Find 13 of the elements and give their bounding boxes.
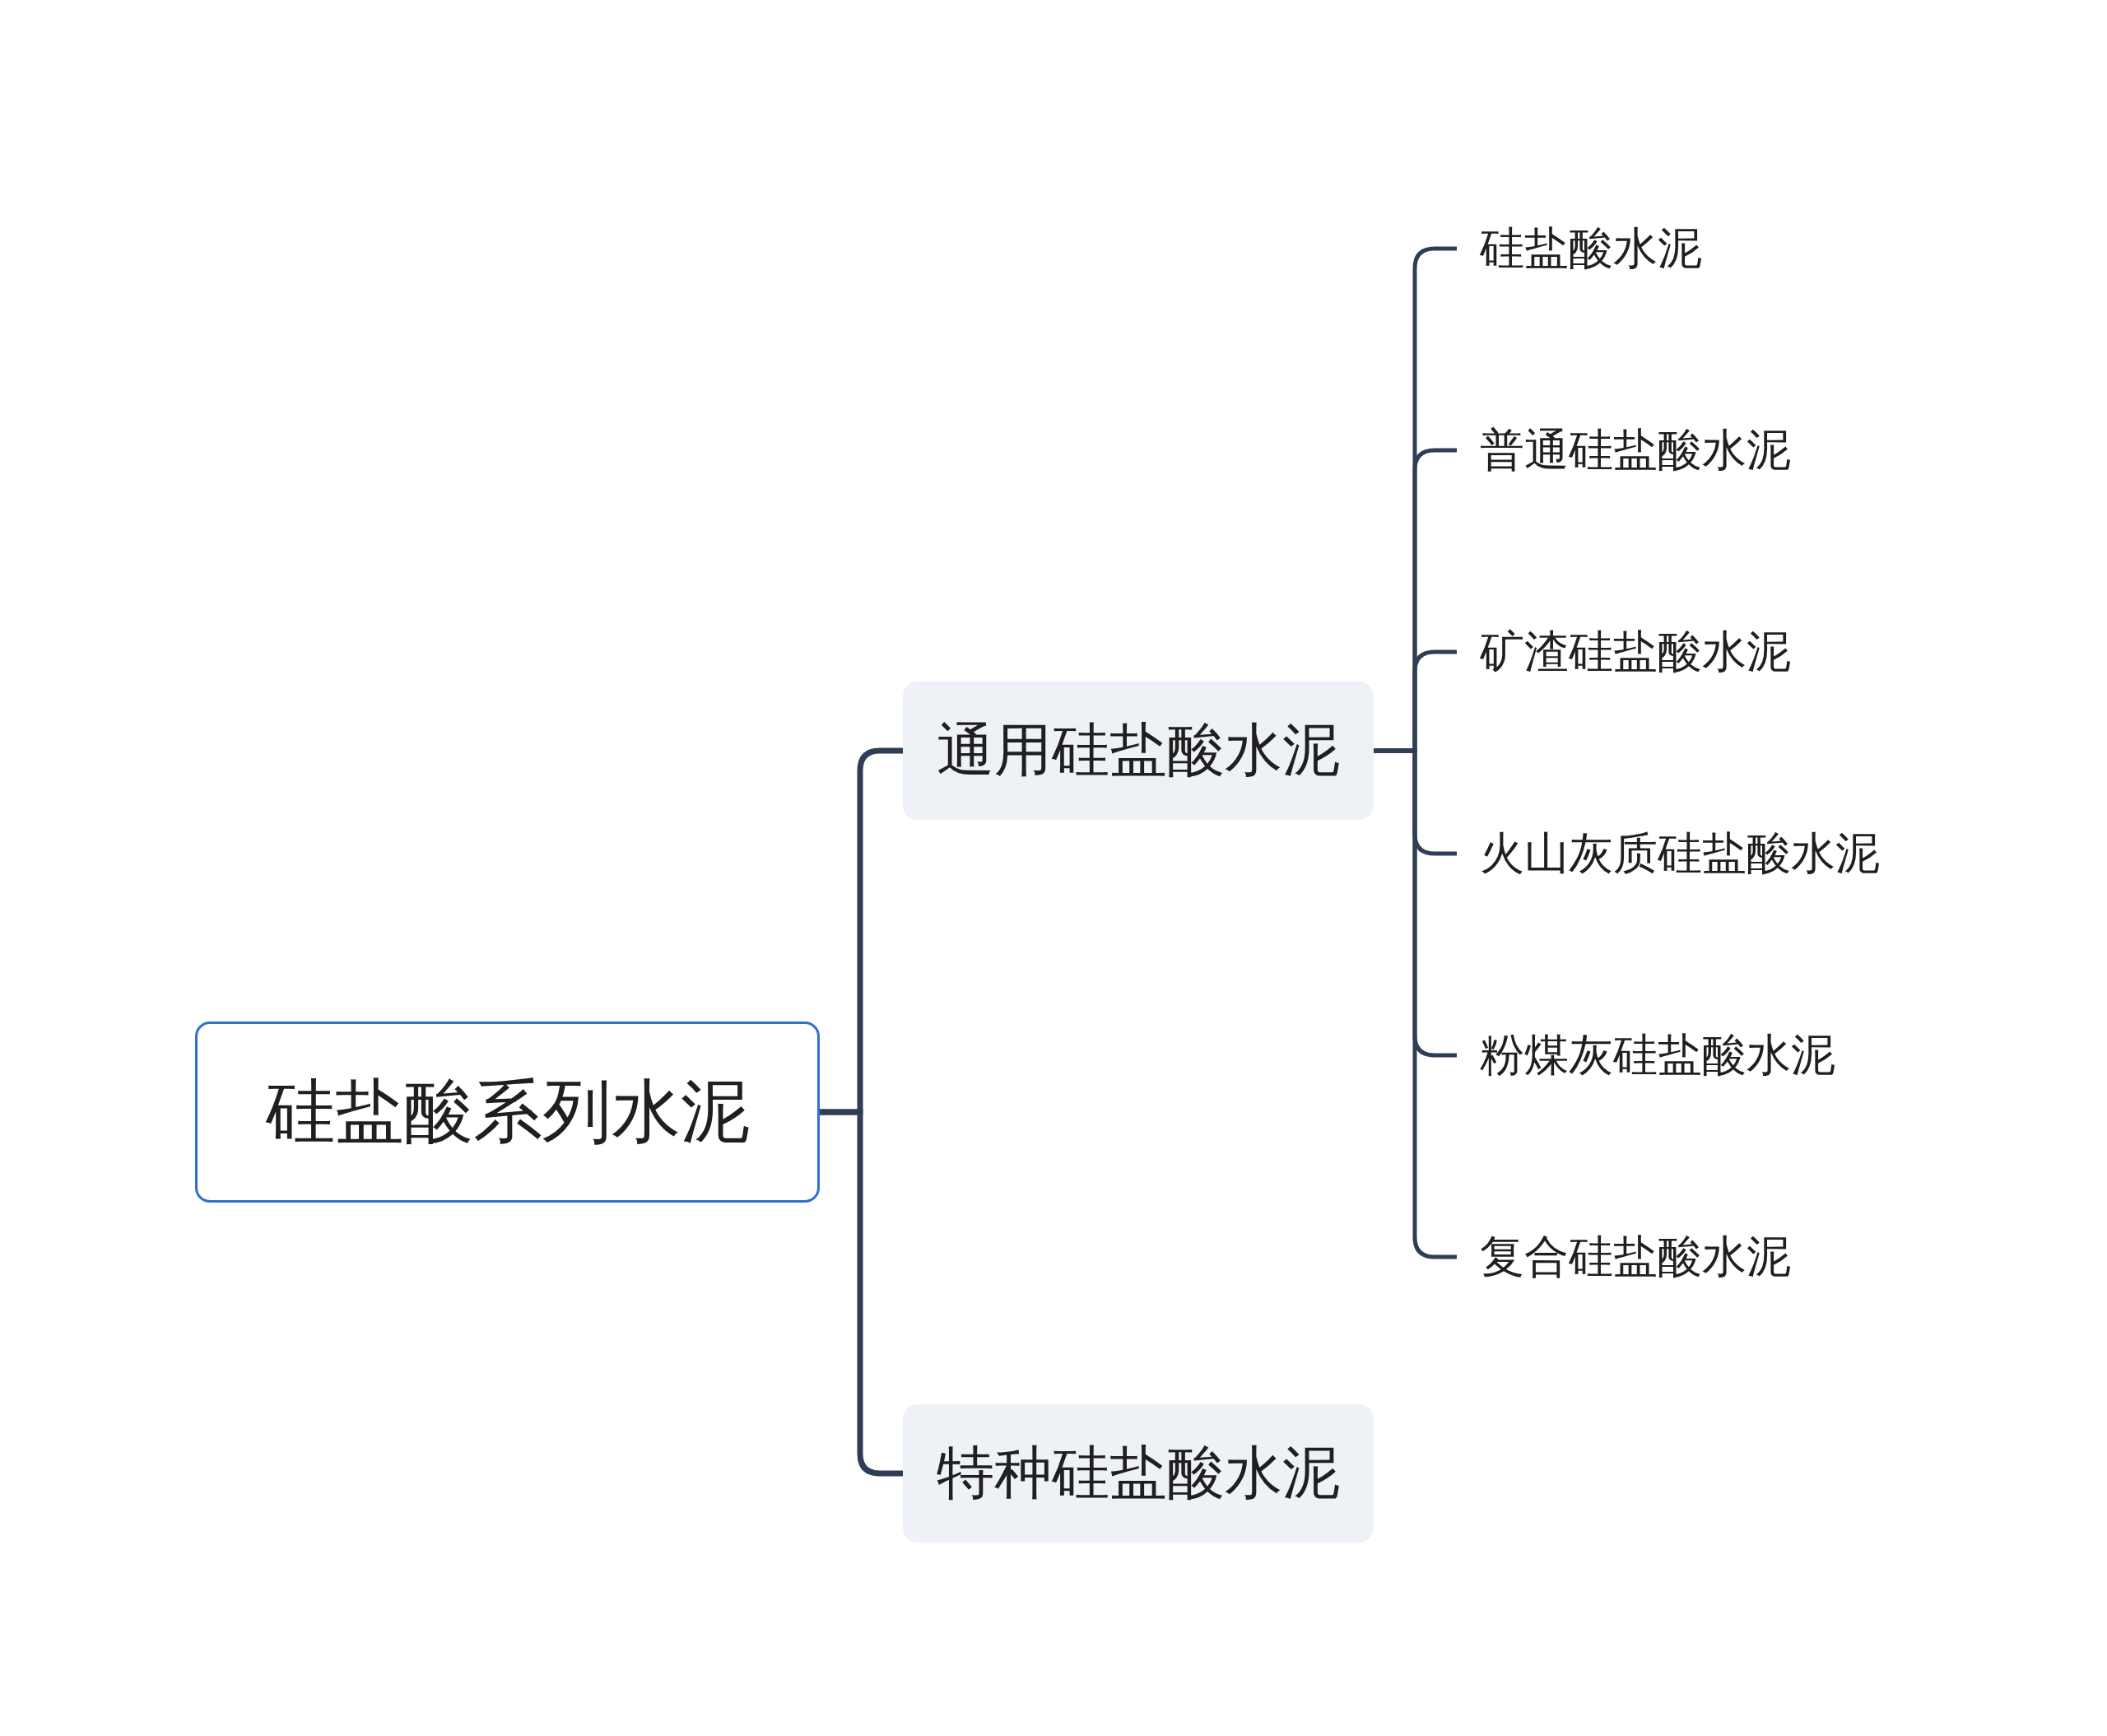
subtopic-label: 硅盐酸水泥	[1480, 221, 1702, 276]
subtopic-label: 粉煤灰硅盐酸水泥	[1480, 1027, 1835, 1082]
topic-box	[903, 1404, 1374, 1543]
topic-label: 硅盐酸系列水泥	[265, 1070, 750, 1153]
topic-label: 通用硅盐酸水泥	[937, 715, 1340, 785]
central-topic-box	[195, 1022, 820, 1203]
topic-box	[903, 682, 1374, 820]
subtopic-label: 矿渣硅盐酸水泥	[1480, 624, 1791, 679]
subtopic-label: 复合硅盐酸水泥	[1480, 1229, 1791, 1284]
subtopic-label: 火山灰质硅盐酸水泥	[1480, 826, 1880, 881]
subtopic-label: 普通硅盐酸水泥	[1480, 422, 1791, 477]
topic-label: 特种硅盐酸水泥	[937, 1438, 1340, 1508]
connector	[820, 1109, 903, 1477]
